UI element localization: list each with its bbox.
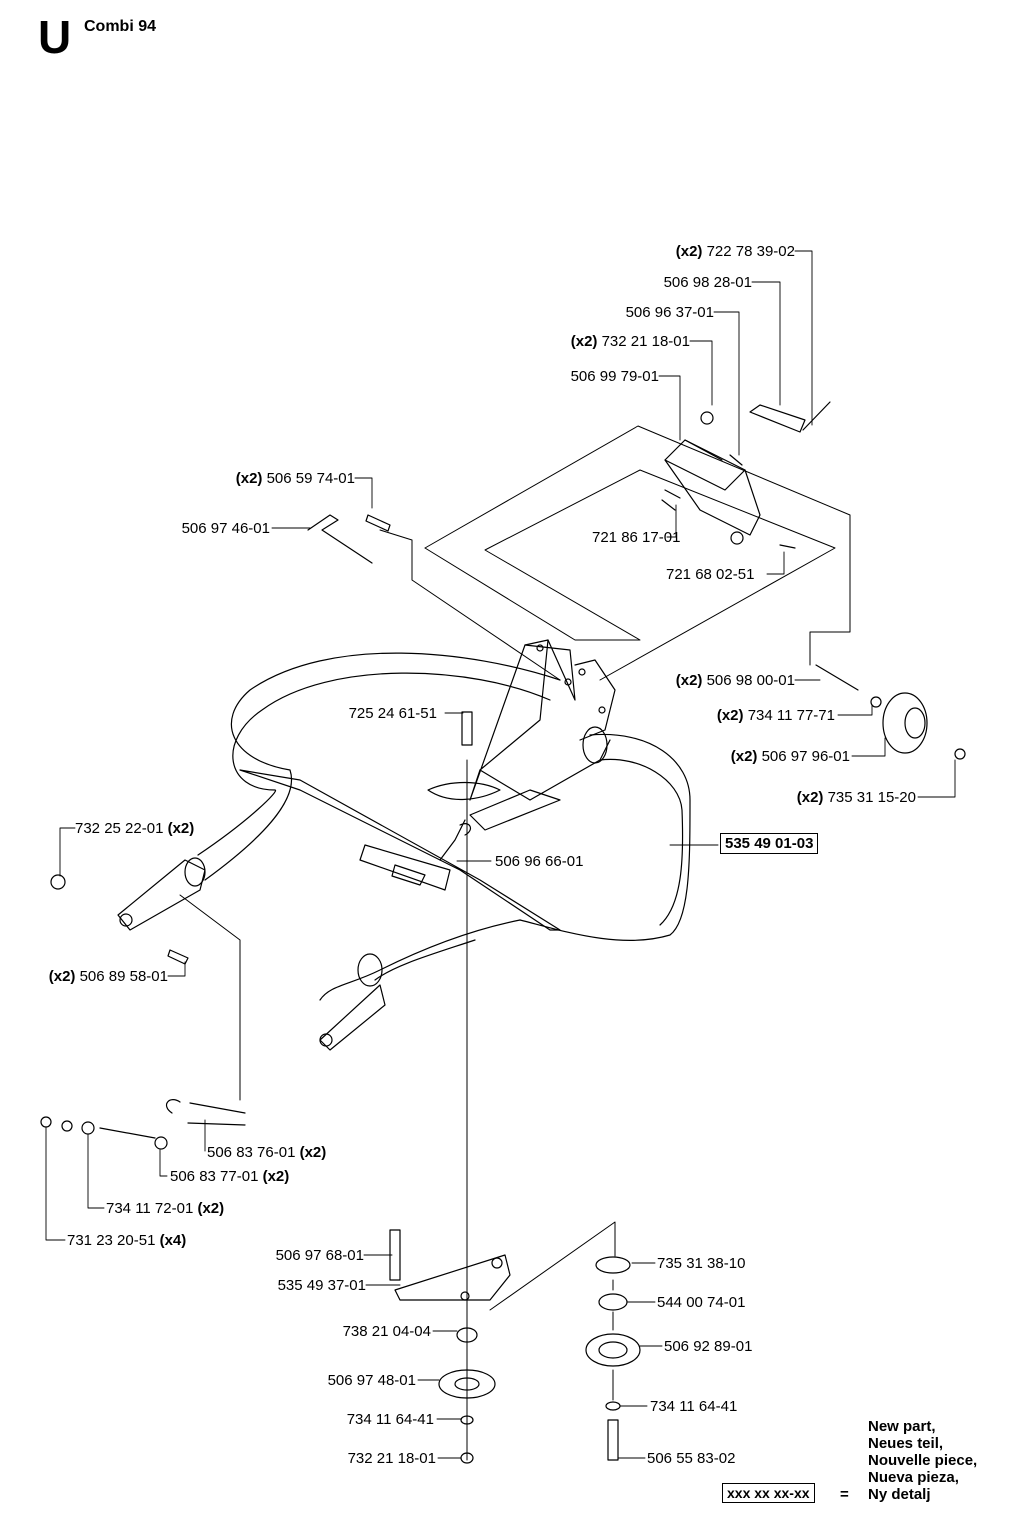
kit-number-box: 535 49 01-03 [720,833,819,854]
section-letter: U [38,11,72,63]
spring-drawing [40,1099,246,1150]
part-number: 734 11 64-41 [347,1411,434,1428]
part-number: 506 97 96-01 [762,748,850,765]
quantity-label: (x2) [263,1168,290,1185]
upper-bracket-drawing [661,401,831,549]
part-number: 722 78 39-02 [707,243,795,260]
part-number: 506 59 74-01 [267,470,355,487]
quantity-label: (x2) [717,707,748,724]
part-number: 732 21 18-01 [602,333,690,350]
upright-bracket-drawing [427,639,616,861]
pulley-stack-drawing [389,1229,641,1464]
part-number: 506 97 68-01 [276,1247,364,1264]
part-number: 506 98 28-01 [664,274,752,291]
quantity-label: (x2) [49,968,80,985]
control-rod-drawing [307,514,373,564]
part-number-label: 506 96 66-01 [495,853,583,870]
part-number-label: 506 97 46-01 [182,520,270,537]
part-number: 506 98 00-01 [707,672,795,689]
legend-line: Ny detalj [868,1486,931,1503]
part-number: 506 83 76-01 [207,1144,300,1161]
legend-line: New part, [868,1418,936,1435]
part-number: 732 21 18-01 [348,1450,436,1467]
hardware-drawing [365,514,859,746]
part-number: 734 11 77-71 [748,707,835,724]
part-number-label: 738 21 04-04 [343,1323,431,1340]
part-number-label: 721 86 17-01 [592,529,680,546]
legend-equals-sign: = [840,1486,849,1503]
part-number-label: (x2) 732 21 18-01 [571,333,690,350]
quantity-label: (x2) [236,470,267,487]
part-number-label: 506 98 28-01 [664,274,752,291]
part-number-label: 506 92 89-01 [664,1338,752,1355]
part-number-label: 725 24 61-51 [349,705,437,722]
part-number-label: 731 23 20-51 (x4) [67,1232,186,1249]
part-number: 506 97 46-01 [182,520,270,537]
legend-line: Neues teil, [868,1435,944,1452]
part-number: 721 86 17-01 [592,529,680,546]
part-number: 734 11 64-41 [650,1398,737,1415]
part-number: 544 00 74-01 [657,1294,745,1311]
part-number-label: (x2) 506 59 74-01 [236,470,355,487]
new-part-placeholder-box: xxx xx xx-xx [722,1483,815,1503]
part-number-label: 506 83 77-01 (x2) [170,1168,289,1185]
part-number: 731 23 20-51 [67,1232,160,1249]
part-number-label: 544 00 74-01 [657,1294,745,1311]
part-number: 735 31 15-20 [828,789,916,806]
part-number: 725 24 61-51 [349,705,437,722]
quantity-label: (x2) [797,789,828,806]
part-number-label: 732 25 22-01 (x2) [75,820,194,837]
part-number-label: (x2) 506 98 00-01 [676,672,795,689]
part-number: 721 68 02-51 [666,566,754,583]
part-number: 734 11 72-01 [106,1200,197,1217]
page-title: Combi 94 [84,18,157,35]
part-number: 506 89 58-01 [80,968,168,985]
quantity-label: (x2) [197,1200,224,1217]
legend-line: Nueva pieza, [868,1469,959,1486]
part-number-label: 734 11 64-41 [650,1398,737,1415]
part-number: 738 21 04-04 [343,1323,431,1340]
part-number: 506 96 37-01 [626,304,714,321]
part-number-label: (x2) 506 89 58-01 [49,968,168,985]
quantity-label: (x2) [300,1144,327,1161]
part-number-label: (x2) 506 97 96-01 [731,748,850,765]
part-number-label: 735 31 38-10 [657,1255,745,1272]
part-number-label: 506 97 68-01 [276,1247,364,1264]
legend-line: Nouvelle piece, [868,1452,978,1469]
quantity-label: (x2) [731,748,762,765]
part-number-label: (x2) 722 78 39-02 [676,243,795,260]
part-number-label: 506 99 79-01 [571,368,659,385]
part-number-label: (x2) 734 11 77-71 [717,707,835,724]
part-number-label: 535 49 37-01 [278,1277,366,1294]
assembly-lines [179,425,851,1461]
quantity-label: (x4) [160,1232,187,1249]
part-number: 506 92 89-01 [664,1338,752,1355]
quantity-label: (x2) [676,243,707,260]
part-number: 735 31 38-10 [657,1255,745,1272]
part-number: 506 99 79-01 [571,368,659,385]
part-number-label: 506 83 76-01 (x2) [207,1144,326,1161]
part-number-label: 506 55 83-02 [647,1450,735,1467]
leader-lines [45,250,956,1459]
quantity-label: (x2) [571,333,602,350]
part-number: 732 25 22-01 [75,820,168,837]
quantity-label: (x2) [676,672,707,689]
part-number-label: 721 68 02-51 [666,566,754,583]
part-number: 506 97 48-01 [328,1372,416,1389]
part-number-label: 506 97 48-01 [328,1372,416,1389]
part-number-label: 506 96 37-01 [626,304,714,321]
quantity-label: (x2) [168,820,195,837]
part-number: 506 83 77-01 [170,1168,263,1185]
part-number: 506 96 66-01 [495,853,583,870]
part-number-label: 734 11 64-41 [347,1411,434,1428]
part-number: 535 49 37-01 [278,1277,366,1294]
new-part-legend: New part, Neues teil, Nouvelle piece, Nu… [868,1418,977,1503]
wheel-drawing [870,692,966,760]
part-number-label: (x2) 735 31 15-20 [797,789,916,806]
part-callouts: (x2) 722 78 39-02 506 98 28-01 506 96 37-0… [49,243,916,1467]
part-number-label: 734 11 72-01 (x2) [106,1200,224,1217]
part-number-label: 732 21 18-01 [348,1450,436,1467]
part-number: 506 55 83-02 [647,1450,735,1467]
